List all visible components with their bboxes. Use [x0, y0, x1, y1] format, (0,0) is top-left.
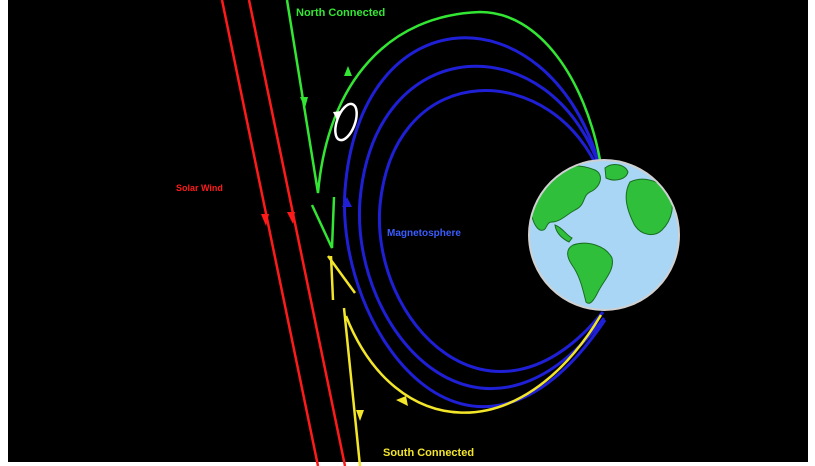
north-connected-field-line	[285, 0, 602, 249]
north-connected-arrows	[300, 66, 352, 108]
vortex-arrowhead	[333, 111, 341, 120]
vortex-icon	[334, 102, 358, 142]
solar-wind-arrow-1	[261, 214, 269, 226]
field-line-middle	[357, 64, 606, 390]
solar-wind-arrow-2	[287, 212, 295, 224]
magnetosphere-label: Magnetosphere	[387, 228, 461, 239]
field-line-inner	[377, 89, 605, 373]
magnetosphere-arrow	[342, 197, 352, 207]
south-connected-arrows	[356, 396, 408, 421]
solar-wind-lines	[220, 0, 347, 466]
north-connected-label: North Connected	[296, 7, 385, 19]
solar-wind-label: Solar Wind	[176, 183, 223, 193]
solar-wind-line-outer	[220, 0, 320, 466]
solar-wind-arrows	[261, 212, 295, 226]
earth-icon	[528, 159, 680, 311]
south-connected-label: South Connected	[383, 447, 474, 459]
solar-wind-line-inner	[247, 0, 347, 466]
field-line-outer	[342, 36, 607, 409]
south-connected-field-line	[326, 255, 603, 466]
magnetosphere-field-lines	[342, 36, 607, 409]
